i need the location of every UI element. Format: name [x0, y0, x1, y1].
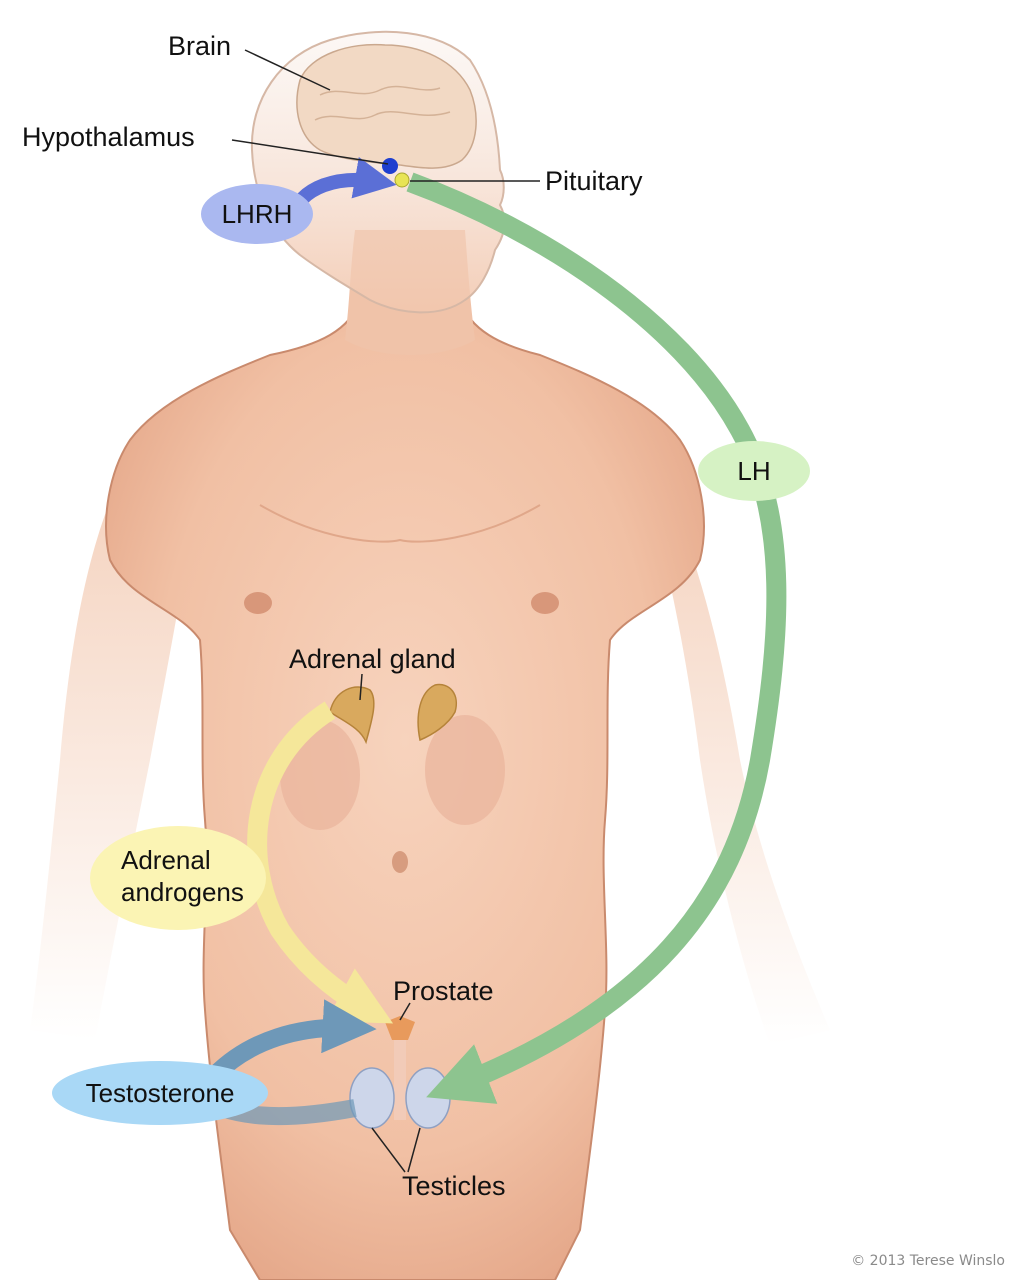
- label-prostate: Prostate: [393, 976, 494, 1006]
- label-adrenal-androgens-line2: androgens: [121, 877, 244, 907]
- right-nipple: [531, 592, 559, 614]
- label-lh: LH: [737, 456, 770, 486]
- hypothalamus-dot: [382, 158, 398, 174]
- label-testosterone: Testosterone: [86, 1078, 235, 1108]
- pituitary-dot: [395, 173, 409, 187]
- navel: [392, 851, 408, 873]
- label-lhrh: LHRH: [222, 199, 293, 229]
- copyright-credit: © 2013 Terese Winslo: [851, 1253, 1005, 1269]
- label-brain: Brain: [168, 31, 231, 61]
- label-adrenal-gland: Adrenal gland: [289, 644, 456, 674]
- label-hypothalamus: Hypothalamus: [22, 122, 195, 152]
- left-testicle: [350, 1068, 394, 1128]
- urethra: [394, 1040, 406, 1120]
- label-pituitary: Pituitary: [545, 166, 643, 196]
- torso: [106, 300, 704, 1280]
- label-adrenal-androgens-line1: Adrenal: [121, 845, 211, 875]
- right-testicle: [406, 1068, 450, 1128]
- label-testicles: Testicles: [402, 1171, 506, 1201]
- left-nipple: [244, 592, 272, 614]
